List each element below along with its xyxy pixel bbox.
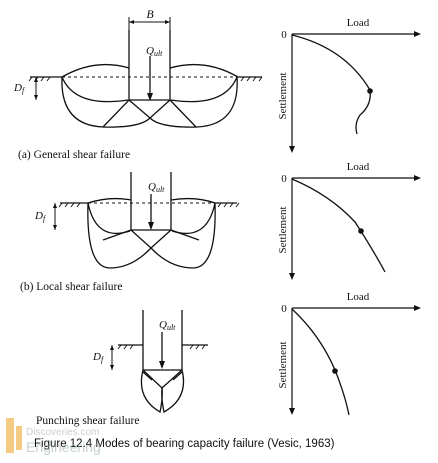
partial-slip-right	[171, 202, 216, 235]
load-settlement-curve	[291, 308, 350, 416]
panel-b-caption: (b) Local shear failure	[20, 281, 122, 293]
passive-zone-right	[170, 76, 238, 103]
panel-b-load-settlement-graph: 0 Load Settlement	[277, 161, 421, 280]
panel-a-caption: (a) General shear failure	[18, 149, 130, 161]
panel-c-load-settlement-graph: 0 Load Settlement	[277, 291, 421, 416]
df-label: Df	[13, 82, 26, 95]
punching-surface-right	[161, 369, 185, 413]
origin-label: 0	[281, 303, 287, 315]
load-label: Load	[347, 17, 370, 29]
footing	[142, 310, 183, 370]
radial-line-left	[102, 99, 130, 128]
radial-line-right	[170, 229, 200, 241]
radial-line-left	[102, 229, 132, 241]
footing	[130, 172, 172, 230]
watermark-logo	[6, 418, 14, 453]
footing	[128, 30, 171, 100]
ground-hatch-right	[217, 202, 240, 208]
settlement-label: Settlement	[277, 72, 289, 119]
ground-hatch-left	[117, 344, 134, 350]
ground-heave-left	[30, 63, 130, 78]
wedge-zone	[130, 229, 172, 249]
ground-hatch-right	[189, 344, 206, 350]
load-settlement-curve	[291, 178, 386, 273]
ultimate-load-point	[358, 228, 364, 234]
origin-label: 0	[281, 173, 287, 185]
panel-a-footing-diagram: B Qult Df (a) General shea	[13, 7, 263, 161]
panel-b-footing-diagram: Qult Df (b) Local shear failure	[20, 172, 240, 293]
load-settlement-curve	[291, 34, 371, 135]
partial-slip-left	[87, 202, 131, 235]
ground-heave-right	[169, 63, 262, 78]
q-ult-label: Qult	[148, 181, 165, 194]
panel-c-caption: Punching shear failure	[36, 415, 139, 427]
radial-line-right	[169, 99, 197, 128]
panel-c-footing-diagram: Qult Df Punching shear failure	[36, 310, 208, 427]
radial-line-right	[172, 371, 183, 381]
slip-surface-right	[150, 202, 216, 269]
radial-line-left	[142, 371, 153, 381]
slip-surface-left	[61, 76, 151, 128]
load-arrowhead	[148, 222, 154, 230]
arrowhead-right	[165, 20, 170, 24]
settlement-label: Settlement	[277, 206, 289, 253]
df-label: Df	[92, 351, 105, 364]
watermark-site: Discoveries.com	[26, 427, 99, 438]
q-ult-label: Qult	[146, 45, 163, 58]
load-label: Load	[347, 161, 370, 173]
df-label: Df	[34, 210, 47, 223]
ground-heave-left	[60, 197, 132, 204]
load-arrowhead	[147, 93, 153, 101]
ground-heave-right	[170, 197, 237, 204]
q-ult-label: Qult	[159, 319, 176, 332]
arrowhead-left	[129, 20, 134, 24]
b-label: B	[146, 7, 154, 21]
slip-surface-right	[149, 76, 238, 128]
punching-surface-left	[140, 369, 163, 414]
panel-a-load-settlement-graph: 0 Load Settlement	[277, 17, 421, 153]
wedge-zone	[128, 99, 171, 119]
load-arrowhead	[159, 361, 165, 369]
ground-hatch-right	[240, 76, 263, 82]
wedge-zone	[142, 369, 183, 389]
load-label: Load	[347, 291, 370, 303]
ground-hatch-left	[58, 202, 81, 208]
passive-zone-left	[61, 76, 129, 103]
slip-surface-left	[87, 202, 152, 269]
origin-label: 0	[281, 29, 287, 41]
settlement-label: Settlement	[277, 341, 289, 388]
watermark-name: Engineering	[26, 439, 101, 455]
ultimate-load-point	[332, 368, 338, 374]
figure-caption: Figure 12.4 Modes of bearing capacity fa…	[34, 438, 335, 450]
ultimate-load-point	[367, 88, 373, 94]
watermark: Discoveries.com Engineering	[6, 418, 101, 455]
